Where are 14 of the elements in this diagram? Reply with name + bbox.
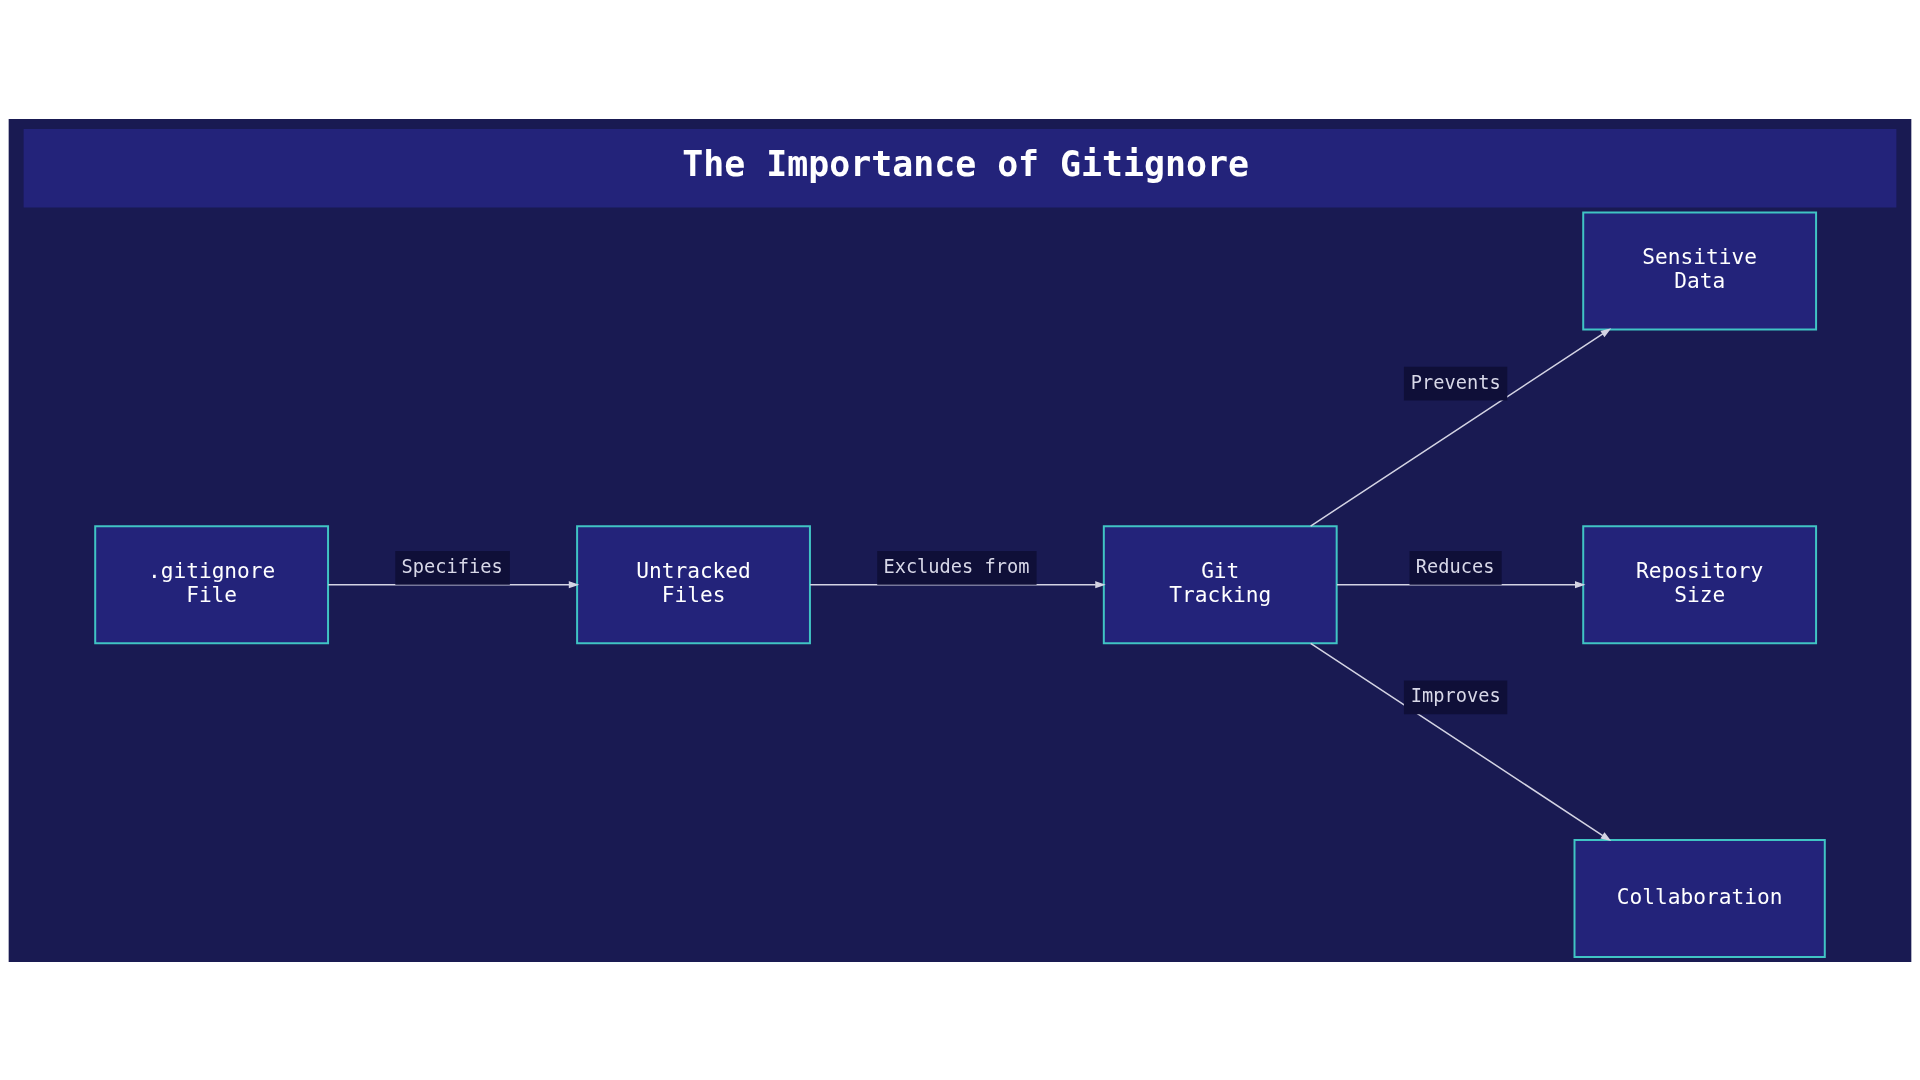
edge-label: Specifies <box>401 555 503 577</box>
arrow <box>1309 327 1612 527</box>
node-box: Repository Size <box>1582 524 1818 644</box>
node-box: Untracked Files <box>576 524 811 644</box>
edge-label: Excludes from <box>883 555 1030 577</box>
diagram-title: The Importance of Gitignore <box>682 143 1249 184</box>
arrow <box>1309 642 1612 841</box>
node-box: .gitignore File <box>94 524 330 644</box>
edge-label: Improves <box>1410 684 1501 706</box>
node-box: Sensitive Data <box>1582 210 1818 330</box>
node-box: Collaboration <box>1573 838 1826 958</box>
node-box: Git Tracking <box>1102 524 1338 644</box>
edge-label: Prevents <box>1410 371 1501 393</box>
edge-label: Reduces <box>1415 555 1495 577</box>
